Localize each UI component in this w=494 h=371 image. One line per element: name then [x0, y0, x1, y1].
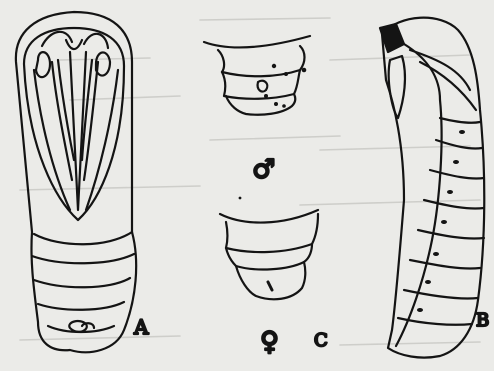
pupa-lateral-view [380, 18, 484, 358]
pupa-ventral-view [16, 12, 136, 352]
male-symbol: ♂ [252, 155, 275, 185]
label-a: A [133, 315, 149, 339]
abdomen-tip-male [204, 36, 310, 115]
background-texture [20, 18, 480, 345]
abdomen-tip-female [220, 197, 318, 300]
label-c: C [314, 330, 328, 351]
label-b: B [476, 310, 489, 331]
female-symbol: ♀ [260, 327, 279, 357]
